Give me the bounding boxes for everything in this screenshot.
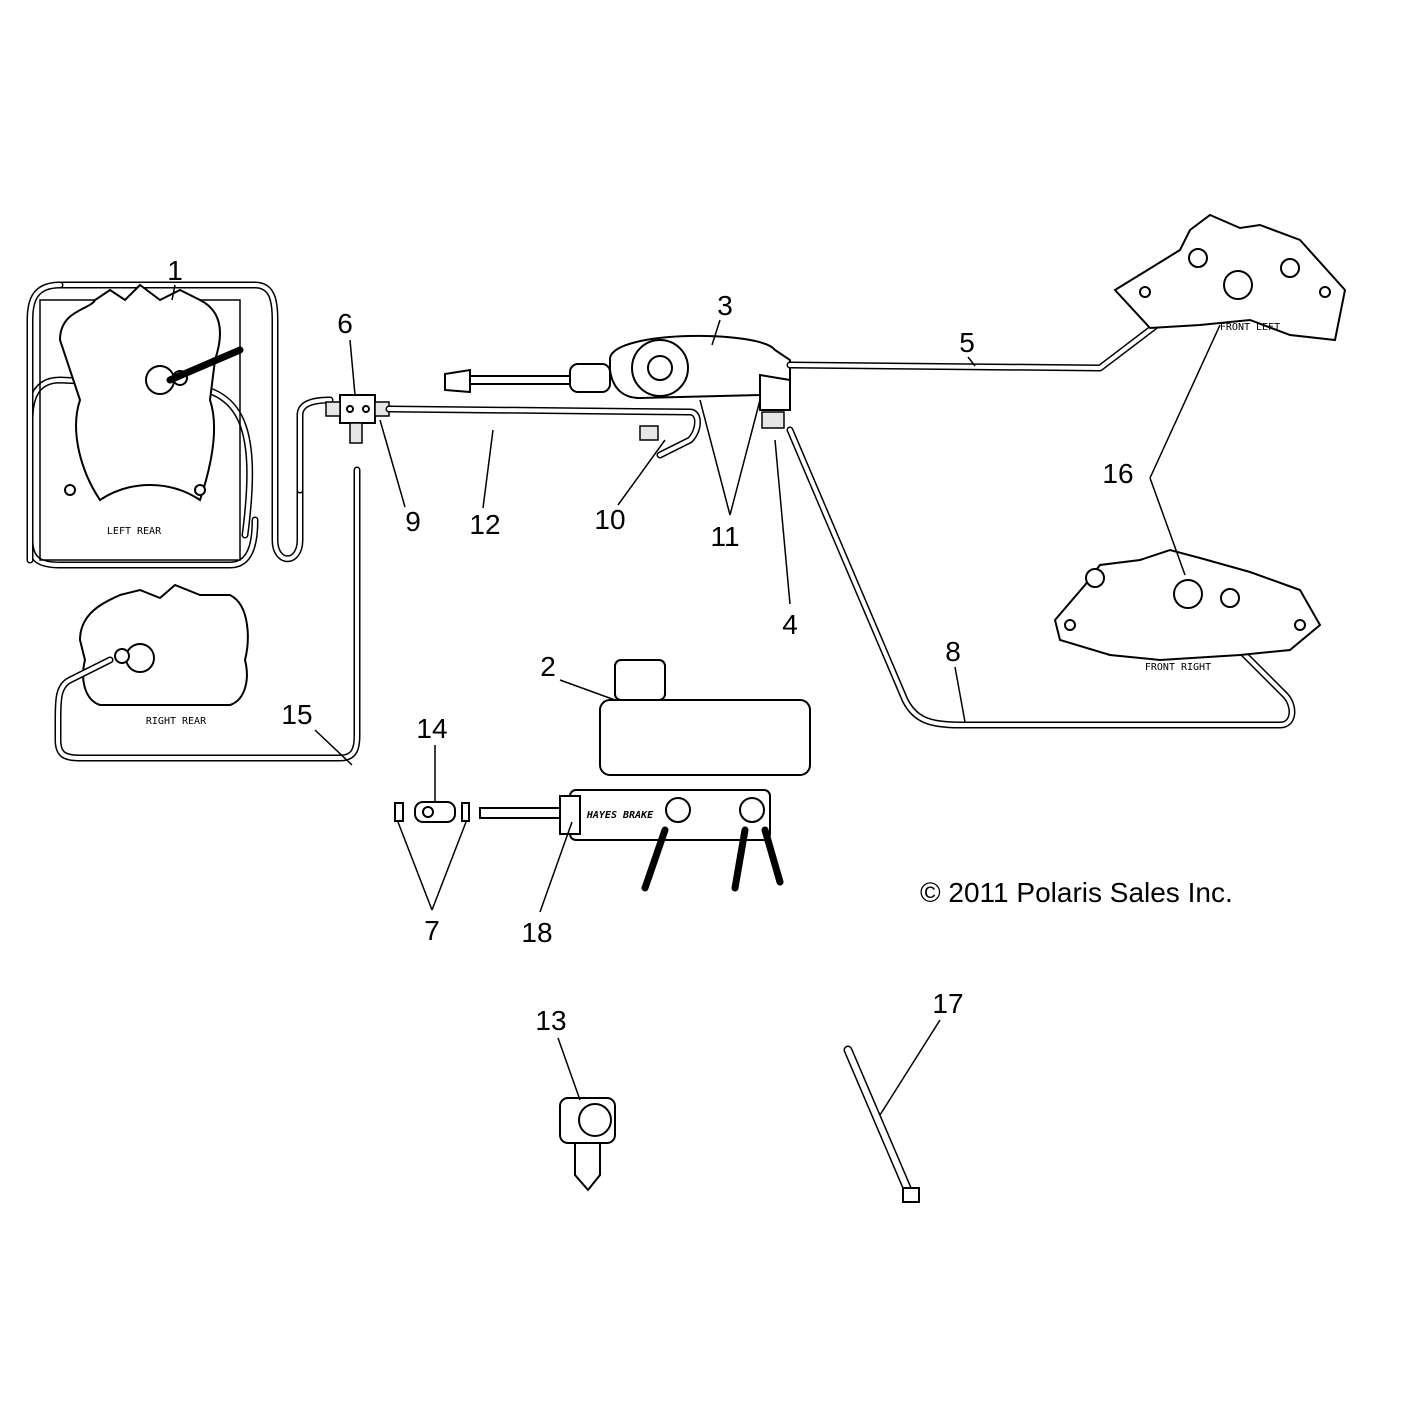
callout-1: 1 [167,255,183,286]
callout-12: 12 [469,509,500,540]
brake-line-8 [786,426,1296,729]
proportioning-valve-3 [444,334,791,429]
hose-15 [54,466,361,762]
callout-10: 10 [594,504,625,535]
callout-15: 15 [281,699,312,730]
cable-tie-17 [843,1045,920,1203]
front-left-label: FRONT LEFT [1220,322,1280,333]
front-right-label: FRONT RIGHT [1145,662,1211,673]
left-rear-caliper: LEFT REAR [39,283,244,561]
hayes-brake-label: HAYES BRAKE [586,810,654,821]
front-right-caliper: FRONT RIGHT [1053,548,1322,673]
callout-18: 18 [521,917,552,948]
clevis-14 [394,801,470,823]
callout-5: 5 [959,327,975,358]
right-rear-caliper: RIGHT REAR [78,583,249,727]
callout-11: 11 [710,521,739,552]
callout-6: 6 [337,308,353,339]
callout-13: 13 [535,1005,566,1036]
brake-line-12 [385,405,701,459]
callout-7: 7 [424,915,440,946]
callout-17: 17 [932,988,963,1019]
callout-4: 4 [782,609,798,640]
callout-14: 14 [416,713,447,744]
bushing-13 [559,1097,616,1192]
callout-16: 16 [1102,458,1133,489]
front-left-caliper: FRONT LEFT [1113,213,1347,342]
left-rear-label: LEFT REAR [107,526,162,537]
callout-2: 2 [540,651,556,682]
tee-fitting-6 [325,394,390,444]
right-rear-label: RIGHT REAR [146,716,207,727]
callout-8: 8 [945,636,961,667]
master-cylinder-2: HAYES BRAKE [479,659,811,892]
copyright-notice: © 2011 Polaris Sales Inc. [920,877,1233,908]
callout-3: 3 [717,290,733,321]
leader-lines [171,284,1221,1116]
callout-9: 9 [405,506,421,537]
